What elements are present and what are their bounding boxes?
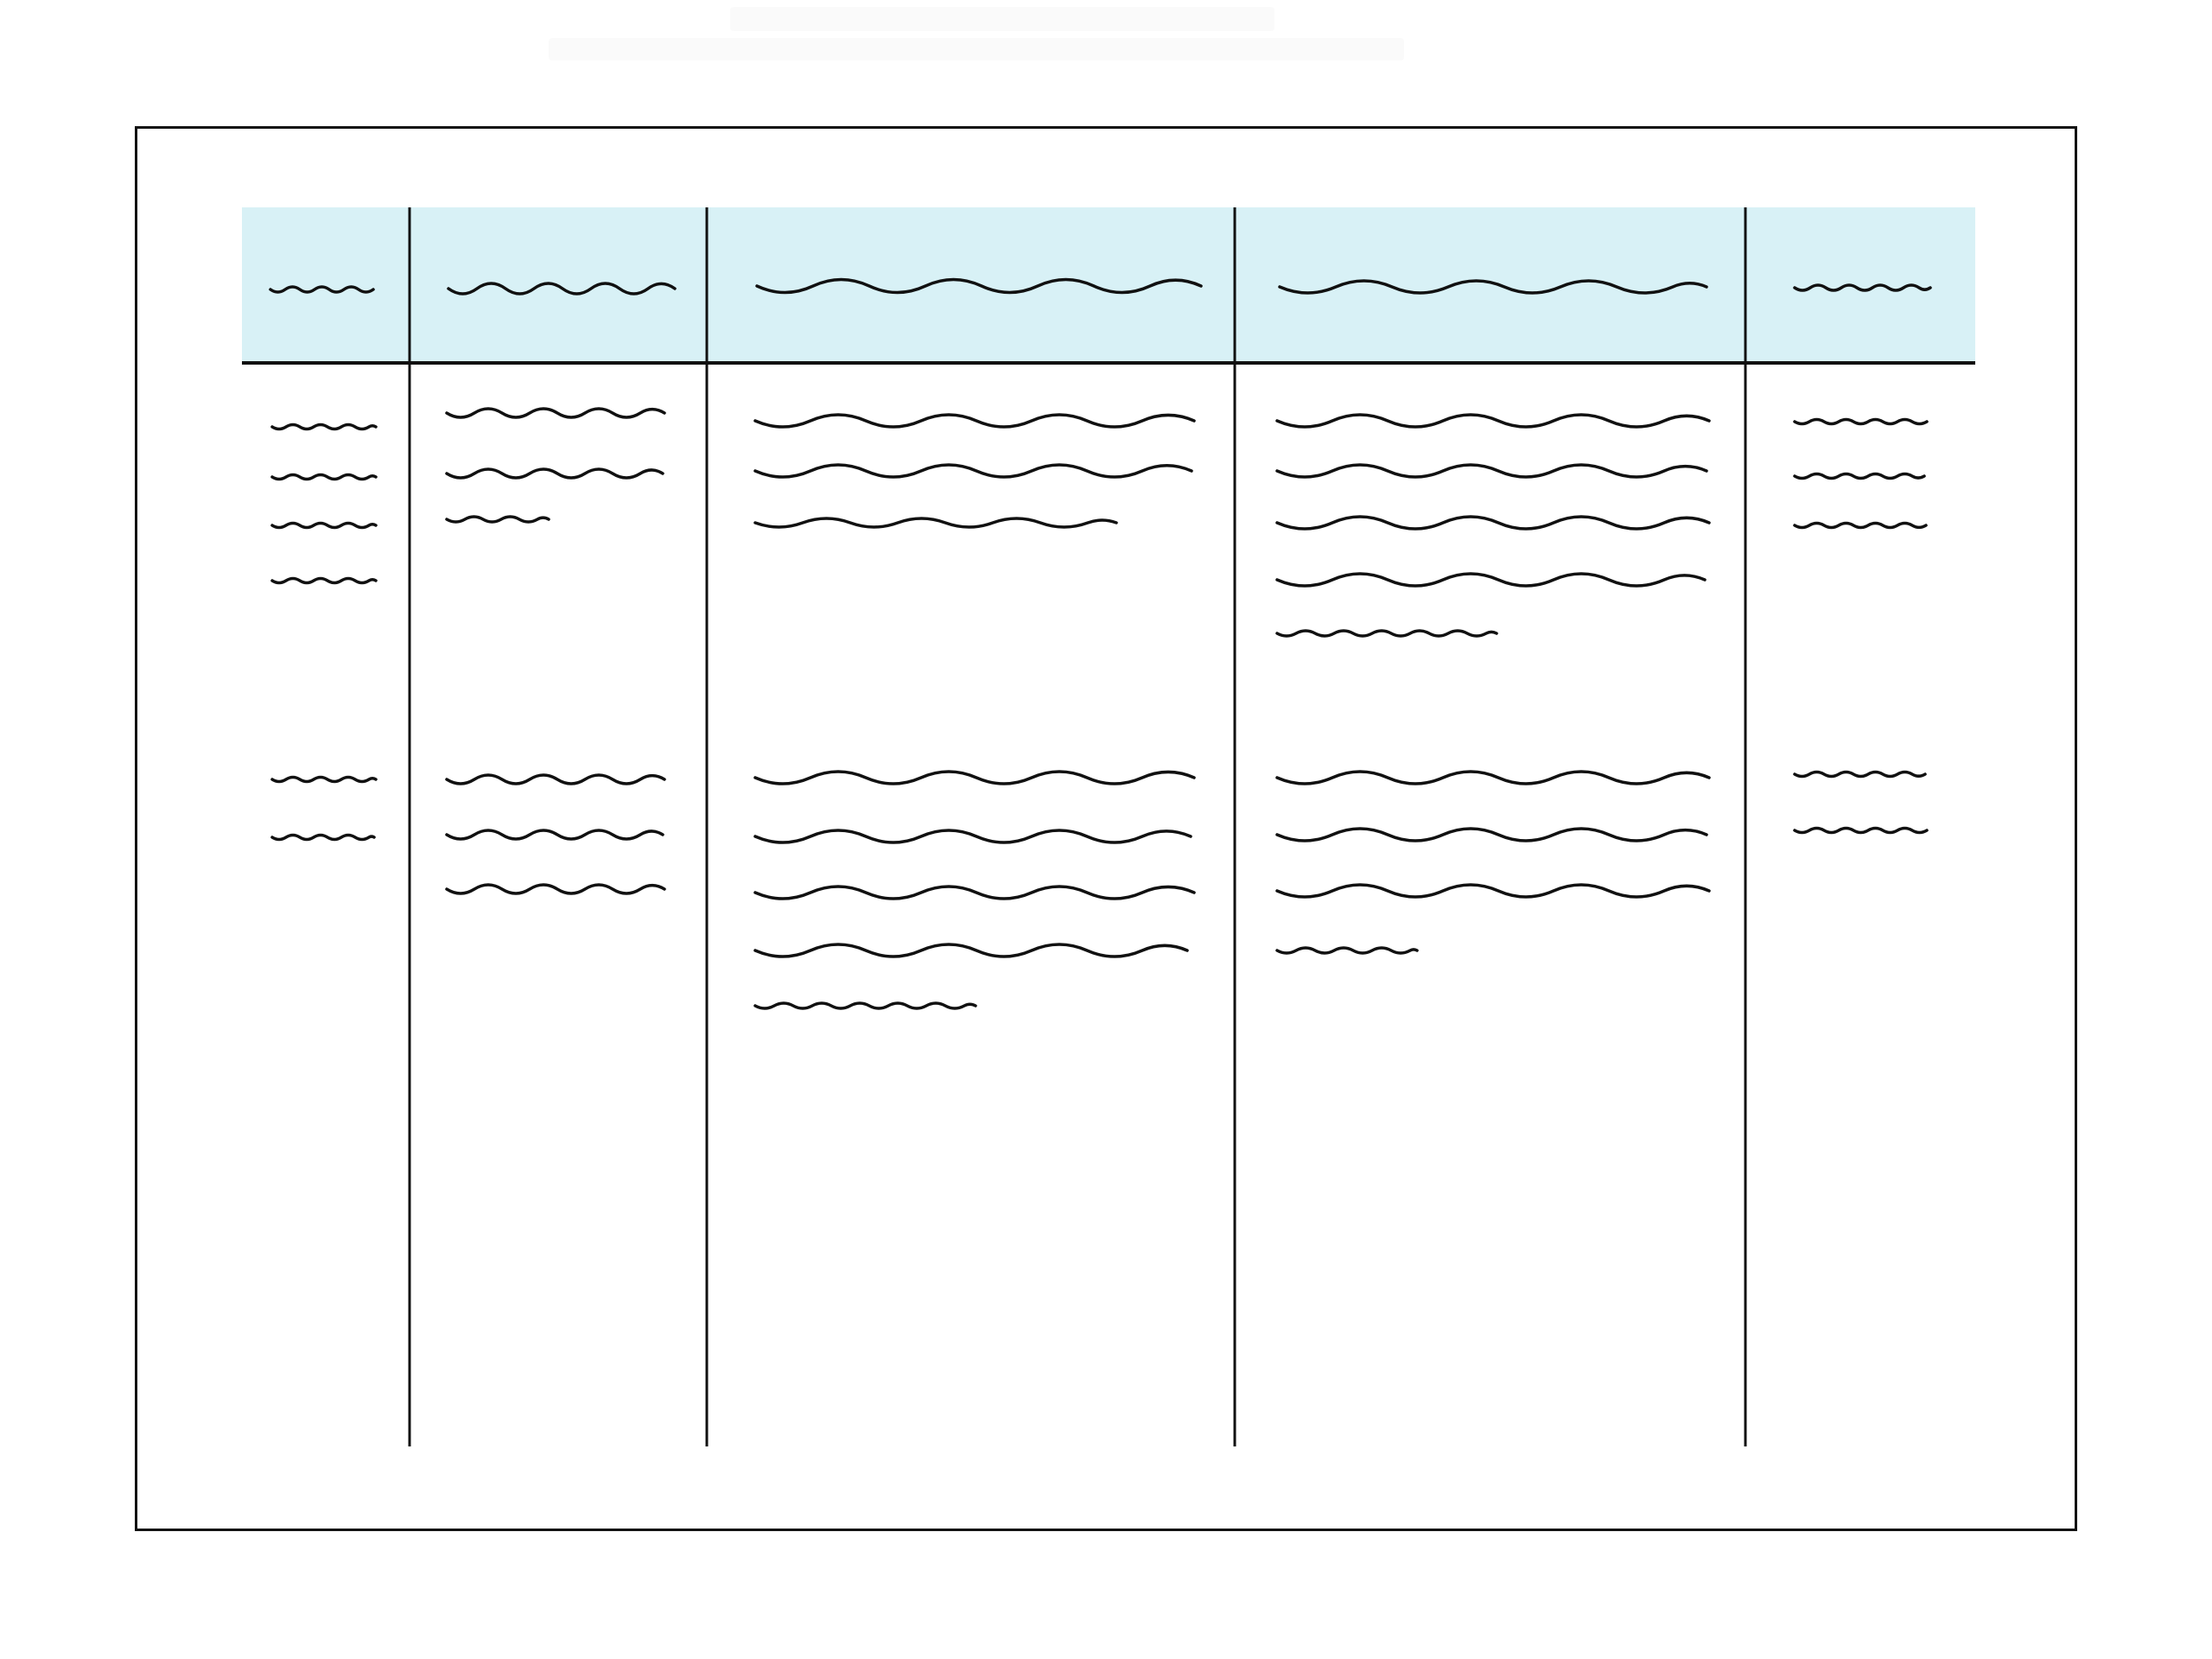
placeholder-text-squiggle	[1275, 572, 1707, 588]
placeholder-text-squiggle	[270, 521, 378, 530]
header-placeholder-squiggle	[1793, 283, 1932, 292]
placeholder-text-squiggle	[445, 829, 664, 841]
placeholder-text-squiggle	[753, 517, 1118, 529]
placeholder-text-squiggle	[445, 773, 666, 785]
placeholder-text-squiggle	[445, 883, 666, 895]
placeholder-text-squiggle	[445, 467, 664, 480]
placeholder-text-squiggle	[270, 473, 378, 481]
header-placeholder-squiggle	[1278, 279, 1708, 295]
placeholder-text-squiggle	[1275, 946, 1419, 955]
placeholder-text-squiggle	[1275, 629, 1498, 638]
page-border-frame	[135, 126, 2077, 1531]
header-placeholder-squiggle	[447, 282, 677, 296]
placeholder-text-squiggle	[753, 943, 1189, 958]
placeholder-text-squiggle	[1275, 413, 1711, 429]
placeholder-text-squiggle	[445, 407, 666, 419]
placeholder-text-squiggle	[270, 833, 376, 842]
placeholder-text-squiggle	[1275, 883, 1711, 899]
placeholder-text-squiggle	[270, 775, 378, 784]
placeholder-text-squiggle	[753, 1001, 977, 1010]
placeholder-text-squiggle	[1793, 826, 1929, 835]
placeholder-text-squiggle	[753, 829, 1192, 844]
placeholder-text-squiggle	[1793, 417, 1929, 426]
placeholder-text-squiggle	[1275, 827, 1708, 842]
placeholder-text-squiggle	[1793, 770, 1927, 779]
placeholder-text-squiggle	[1793, 521, 1928, 530]
placeholder-text-squiggle	[270, 423, 378, 431]
header-placeholder-squiggle	[269, 285, 375, 294]
placeholder-text-squiggle	[753, 463, 1193, 479]
placeholder-text-squiggle	[753, 885, 1196, 900]
table-header-row	[242, 207, 1975, 365]
placeholder-text-squiggle	[1275, 770, 1711, 785]
header-placeholder-squiggle	[755, 277, 1203, 295]
placeholder-text-squiggle	[753, 413, 1196, 429]
placeholder-text-squiggle	[270, 576, 378, 585]
placeholder-text-squiggle	[1275, 463, 1708, 479]
placeholder-text-squiggle	[1275, 515, 1711, 531]
placeholder-text-squiggle	[753, 770, 1196, 785]
placeholder-text-squiggle	[1793, 472, 1926, 480]
placeholder-text-squiggle	[445, 515, 550, 524]
